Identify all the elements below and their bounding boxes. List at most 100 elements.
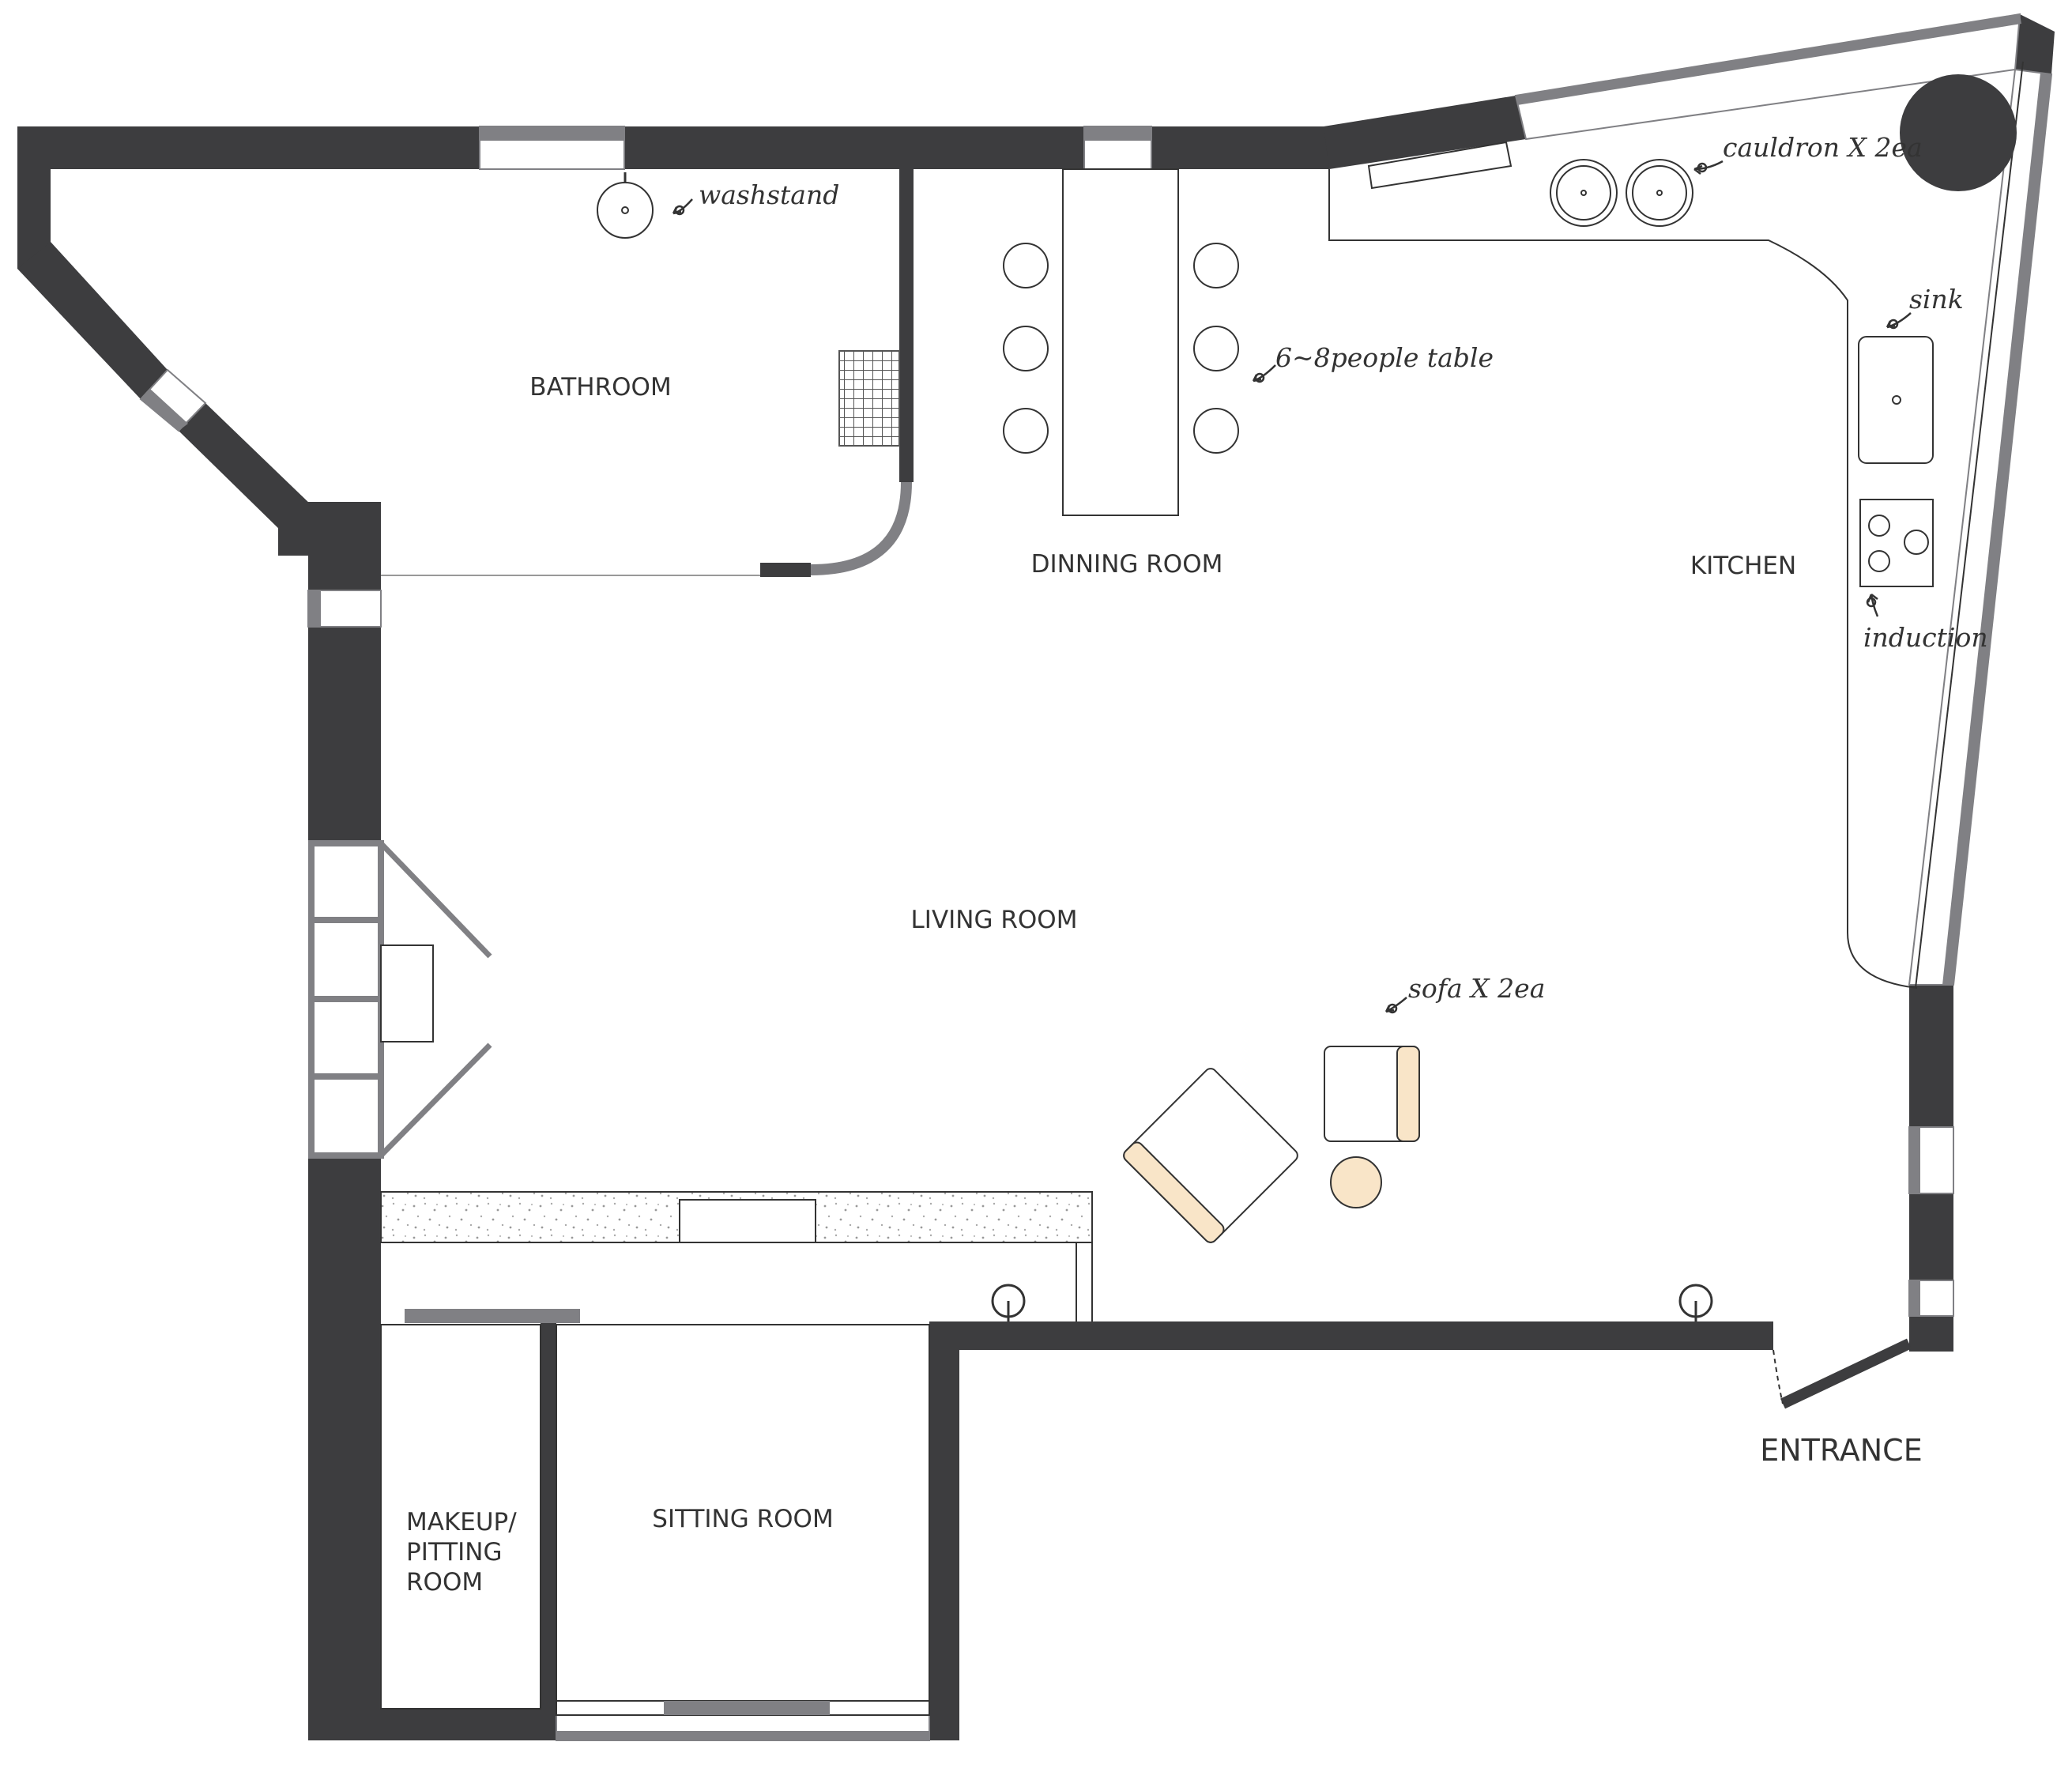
makeup-room-label-line1: MAKEUP/	[406, 1508, 517, 1536]
chair-icon	[1193, 243, 1239, 288]
window-sitting-bottom-sill	[556, 1731, 929, 1740]
sofa-annotation: sofa X 2ea	[1408, 973, 1545, 1004]
wall-right-lower	[1909, 1316, 1953, 1352]
entrance-door-swing	[1773, 1349, 1784, 1404]
wall-lower-horizontal	[929, 1321, 1773, 1350]
entrance-label: ENTRANCE	[1760, 1433, 1922, 1468]
column-icon	[1900, 74, 2017, 191]
shower-drain-grid	[838, 350, 900, 447]
arrow-loop	[1697, 162, 1708, 173]
closet-box	[380, 944, 434, 1042]
wall-left-middle	[308, 627, 381, 840]
induction-group	[1859, 499, 1934, 587]
window-kitchen-top-sill	[1516, 14, 2021, 105]
arrow-loop	[1888, 319, 1899, 330]
chair-icon	[1003, 408, 1049, 454]
chair-icon	[1003, 243, 1049, 288]
washstand-annotation: washstand	[699, 179, 839, 210]
chair-icon	[1193, 326, 1239, 371]
table-annotation: 6~8people table	[1275, 342, 1494, 373]
tv-icon	[679, 1199, 816, 1243]
burner	[1868, 550, 1890, 572]
window-top-bathroom-sill	[480, 126, 624, 141]
annotation-arrows	[672, 160, 1912, 1014]
arrow-loop	[1387, 1003, 1398, 1014]
entrance-door-leaf	[1780, 1338, 1912, 1409]
tv-cabinet-outline	[381, 1192, 1093, 1321]
bathroom-curved-wall	[810, 481, 912, 575]
sitting-window-pane	[664, 1701, 830, 1715]
window-right-2-sill	[1909, 1280, 1920, 1316]
wall-diagonal-upper	[17, 242, 168, 399]
side-table-icon	[1330, 1156, 1382, 1208]
chair-icon	[1003, 326, 1049, 371]
window-diagonal	[139, 368, 207, 432]
wall-makeup-divider	[541, 1321, 556, 1740]
sink-group	[1858, 336, 1934, 464]
dining-table-group	[1003, 168, 1239, 516]
range-hood	[1367, 141, 1513, 190]
burner	[1868, 515, 1890, 537]
wall-corner-cap	[2015, 14, 2055, 74]
washstand-icon	[597, 182, 654, 239]
bathroom	[381, 172, 912, 576]
makeup-door	[405, 1309, 580, 1323]
entrance-door	[1773, 1338, 1912, 1409]
wall-left-upper	[308, 502, 381, 590]
makeup-room-label-line3: ROOM	[406, 1568, 483, 1597]
living-room-label: LIVING ROOM	[911, 906, 1078, 934]
window-right-1-sill	[1909, 1127, 1920, 1193]
arrow-loop	[1254, 372, 1265, 383]
wall-right-middle	[1909, 1193, 1953, 1280]
sofa-cushion	[1123, 1141, 1225, 1243]
sink-annotation: sink	[1909, 284, 1964, 315]
wall-left-top	[17, 126, 51, 269]
wall-right-upper	[1909, 985, 1953, 1127]
sink-drain	[1892, 395, 1901, 405]
dining-table	[1062, 168, 1179, 516]
walls	[17, 14, 2055, 1740]
makeup-room-box	[380, 1324, 541, 1710]
induction-annotation: induction	[1863, 622, 1988, 653]
outlets	[991, 1284, 1713, 1321]
wall-top-center	[1151, 126, 1329, 169]
bathroom-label: BATHROOM	[529, 373, 671, 402]
arrow-loop	[1866, 597, 1877, 608]
kitchen-counter-inner	[1915, 61, 2024, 989]
washstand-drain	[621, 206, 629, 214]
window-top-center-sill	[1084, 126, 1151, 141]
cauldron-dot	[1656, 190, 1663, 196]
wall-top-middle	[624, 126, 1084, 169]
kitchen-counter-outline	[1328, 169, 1918, 989]
chair-icon	[1193, 408, 1239, 454]
dining-room-label: DINNING ROOM	[1031, 550, 1223, 579]
sofa-2	[1324, 1046, 1420, 1142]
closet-door-bottom	[379, 1042, 492, 1158]
wall-bathroom-right	[899, 166, 914, 482]
kitchen-counter	[1328, 61, 2024, 989]
windows	[139, 13, 2053, 1741]
makeup-room-label-line2: PITTING	[406, 1538, 503, 1567]
wall-top-left	[17, 126, 480, 169]
closet-door-top	[379, 841, 492, 959]
wall-left-lower	[308, 1159, 381, 1740]
wall-bottom-left	[308, 1709, 557, 1740]
cauldron-dot	[1580, 190, 1587, 196]
wall-sitting-right	[929, 1321, 959, 1740]
kitchen-label: KITCHEN	[1690, 552, 1796, 580]
wall-bathroom-bottom-stub	[760, 563, 811, 577]
window-left-sill	[308, 590, 321, 627]
sofa-1	[1123, 1068, 1298, 1243]
window-diagonal-sill	[141, 389, 188, 431]
cauldron-annotation: cauldron X 2ea	[1723, 132, 1923, 163]
sitting-room-label: SITTING ROOM	[652, 1505, 833, 1533]
tv-cabinet	[380, 1191, 1093, 1321]
wall-top-kitchen	[1324, 96, 1526, 169]
wall-diagonal-lower	[179, 403, 312, 534]
arrow-loop	[674, 205, 685, 216]
burner	[1904, 530, 1929, 555]
window-kitchen-right-sill	[1942, 73, 2051, 985]
cauldrons	[1550, 159, 1693, 227]
sofa-cushion	[1396, 1046, 1420, 1142]
